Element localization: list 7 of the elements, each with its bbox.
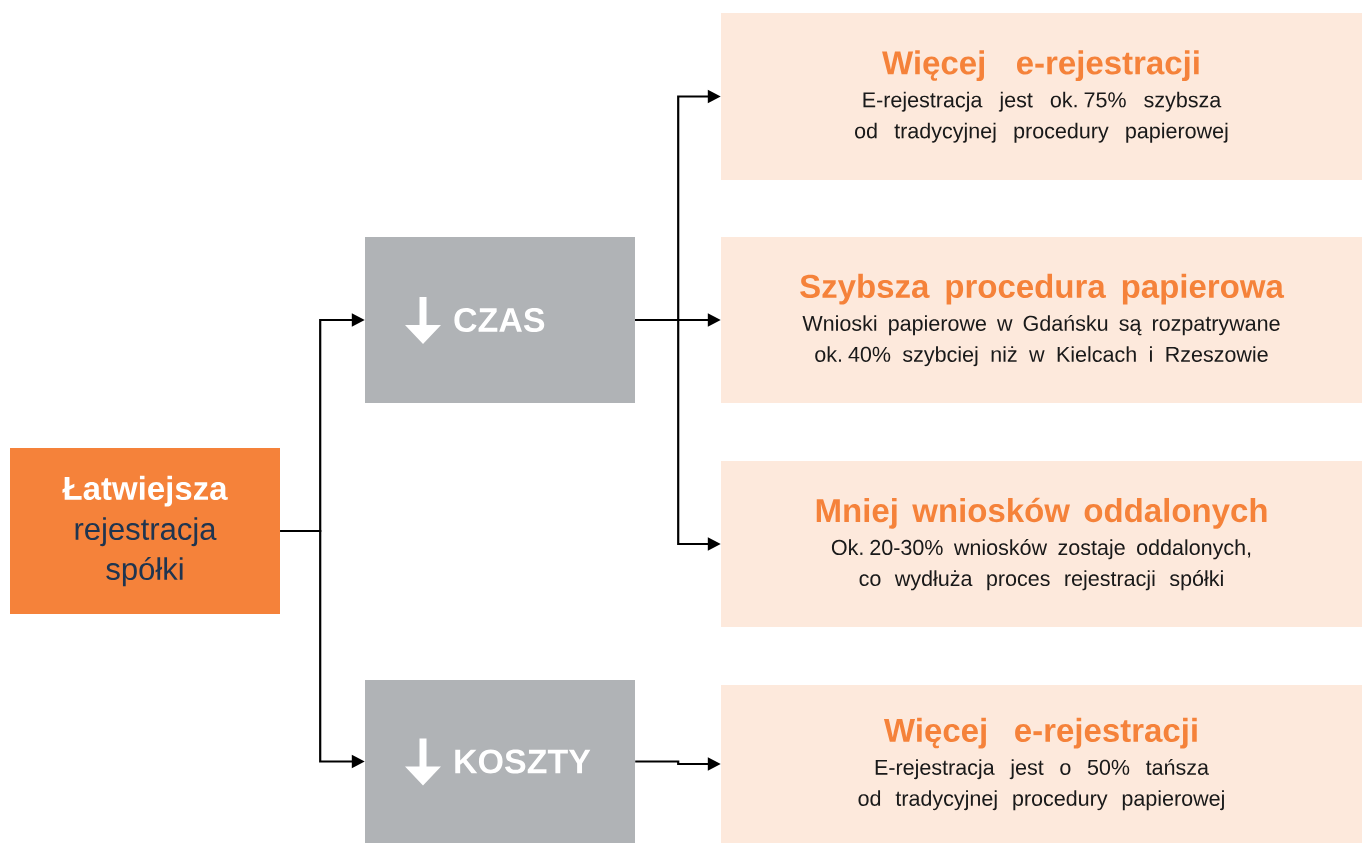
category-box: CZAS [365, 237, 635, 403]
category-box: KOSZTY [365, 680, 635, 843]
outcome-box: Szybsza procedura papierowa Wnioski papierowe w Gdańsku są rozpatrywane ok. 40% szybciej niż w Kielcach i Rzeszowie [721, 237, 1362, 403]
outcome-box: Więcej e-rejestracji E-rejestracja jest ok. 75% szybsza od tradycyjnej procedury papierowej [721, 13, 1362, 180]
outcome-box: Mniej wniosków oddalonych Ok. 20-30% wniosków zostaje oddalonych, co wydłuża proces rejestracji spółki [721, 461, 1362, 627]
topic-box: Łatwiejsza rejestracja spółki [10, 448, 280, 614]
outcome-box: Więcej e-rejestracji E-rejestracja jest o 50% tańsza od tradycyjnej procedury papierowej [721, 685, 1362, 843]
